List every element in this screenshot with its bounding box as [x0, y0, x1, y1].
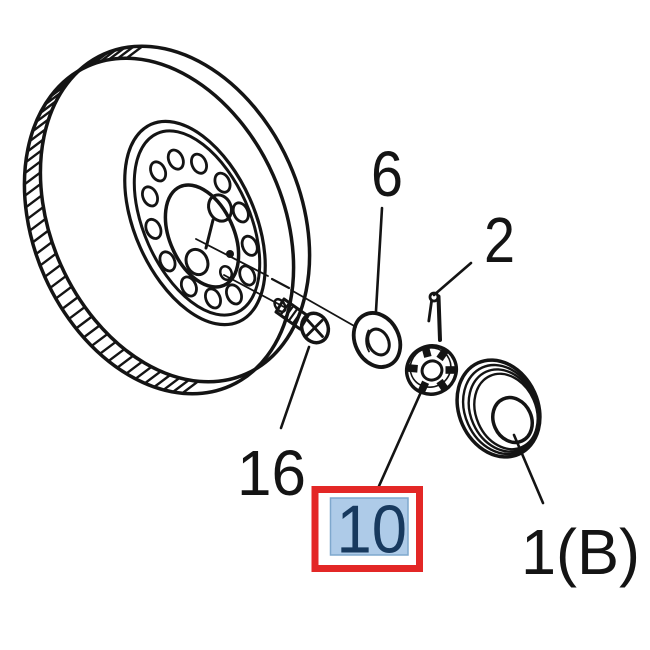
center-axis-line-1 [195, 238, 269, 277]
stud-through-bore-top [207, 193, 233, 223]
washer-drawing [351, 311, 403, 369]
washer-hole-thickness [365, 329, 370, 353]
leader-hub-cap [512, 433, 545, 505]
rotor-bolt-hole [213, 171, 232, 194]
stud-shaft [274, 297, 310, 331]
castle-nut-slot [436, 378, 449, 392]
leader-lines [279, 206, 545, 505]
castle-nut-slot [445, 366, 456, 374]
rotor-bolt-hole [231, 201, 250, 224]
leader-castle-nut [377, 390, 423, 488]
center-axis-dash [270, 277, 291, 290]
rotor-bolt-hole [238, 264, 257, 287]
rotor-hat-inner-ring [132, 129, 262, 317]
rotor-center-bore [163, 183, 241, 289]
rotor-bolt-holes [141, 148, 259, 310]
washer-outer [351, 311, 403, 369]
rotor-vent-hatch [23, 45, 200, 395]
hub-cap-drawing [455, 358, 542, 459]
rotor-bolt-hole [144, 217, 163, 240]
cotter-pin-drawing [427, 291, 442, 342]
selected-part-callout: 10 [311, 486, 423, 572]
part-label-washer[interactable]: 6 [371, 138, 403, 210]
stud-thread-2 [284, 305, 294, 319]
hub-cap-ring-4 [473, 372, 539, 451]
castle-nut-slot [417, 380, 430, 393]
castle-nut-drawing [404, 344, 459, 396]
hub-cap-outer [455, 358, 542, 459]
castle-nut-hole [420, 359, 444, 382]
rotor-bolt-hole [166, 148, 185, 171]
stud-head-cross-2 [305, 319, 324, 337]
part-label-wheel-stud[interactable]: 16 [237, 437, 306, 509]
rotor-bolt-hole [240, 234, 259, 257]
rotor-back-edge [38, 44, 312, 384]
part-label-castle-nut[interactable]: 10 [337, 492, 408, 568]
castle-nut-slots [407, 346, 456, 393]
stud-thread-4 [292, 311, 302, 324]
part-label-hub-cap[interactable]: 1(B) [521, 516, 640, 588]
castle-nut-outer [404, 344, 459, 396]
rotor-bolt-hole [179, 275, 198, 298]
selected-label-background [329, 497, 409, 556]
cotter-pin-eye [428, 291, 440, 303]
stud-through-bore-stem [204, 218, 215, 250]
rotor-bolt-hole [158, 250, 177, 273]
leader-washer [374, 206, 384, 313]
hub-cap-dome [491, 395, 534, 445]
rotor-bolt-hole [141, 185, 159, 208]
rotor-front-edge [22, 56, 296, 396]
castle-nut-slot [407, 364, 418, 373]
stud-thread-3 [288, 308, 298, 322]
leader-cotter-pin [432, 261, 473, 297]
washer-hole [366, 327, 391, 357]
stud-head [299, 311, 331, 345]
part-label-cotter-pin[interactable]: 2 [484, 204, 515, 276]
leader-wheel-stud [279, 345, 311, 430]
stud-hole-small [218, 264, 234, 282]
rotor-bolt-hole [225, 283, 243, 306]
center-axis-line-3 [290, 289, 357, 328]
cotter-pin-short-leg [427, 300, 433, 323]
castle-nut-slot [421, 346, 432, 358]
stud-thread-1 [280, 302, 290, 316]
rotor-bolt-hole [190, 152, 208, 175]
stud-through-bore-bottom [184, 247, 210, 277]
cotter-pin-long-leg [436, 294, 442, 342]
castle-nut-slot [436, 348, 449, 362]
wheel-stud-drawing [273, 297, 331, 345]
brake-rotor-drawing [22, 44, 357, 396]
rotor-bolt-hole [149, 160, 168, 183]
rotor-hat-outer-ring [123, 119, 267, 327]
rotor-bolt-hole [204, 287, 222, 310]
